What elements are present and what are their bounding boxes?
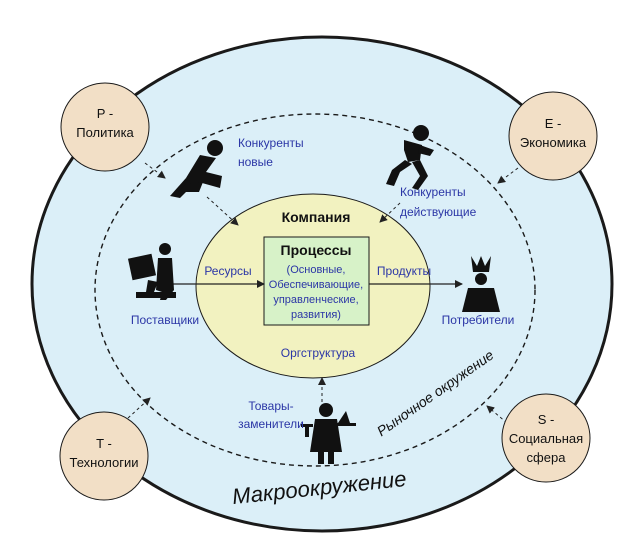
processes-line-2: Обеспечивающие, xyxy=(269,279,363,291)
factor-s: S - Социальная сфера xyxy=(501,393,591,483)
company-title: Компания xyxy=(282,209,351,225)
t-factor-arrow xyxy=(127,397,151,419)
substitutes-line-1: Товары- xyxy=(248,399,293,413)
org-structure-label: Оргструктура xyxy=(281,346,356,360)
products-label: Продукты xyxy=(377,264,431,278)
factor-t: T - Технологии xyxy=(59,411,149,501)
processes-box xyxy=(263,236,370,326)
factor-t-label: Технологии xyxy=(69,455,138,470)
e-factor-arrow xyxy=(497,167,519,184)
suppliers-label: Поставщики xyxy=(131,313,199,327)
worker-with-box-icon xyxy=(127,243,176,300)
sprinter-icon xyxy=(386,125,434,190)
competitors-new-line-1: Конкуренты xyxy=(238,136,304,150)
factor-p-label: Политика xyxy=(76,125,134,140)
factor-s-code: S - xyxy=(538,412,555,427)
processes-line-4: развития) xyxy=(291,309,341,321)
factor-e: E - Экономика xyxy=(508,91,598,181)
processes-title: Процессы xyxy=(281,242,352,258)
p-factor-arrow xyxy=(144,162,166,179)
competitors-existing-line-2: действующие xyxy=(400,205,477,219)
resources-label: Ресурсы xyxy=(204,264,251,278)
existing-competitors-arrow xyxy=(379,202,401,223)
competitors-new-line-2: новые xyxy=(238,155,273,169)
waiter-icon xyxy=(301,403,356,464)
new-competitors-arrow xyxy=(206,196,239,226)
factor-e-code: E - xyxy=(545,116,562,131)
factor-p: P - Политика xyxy=(60,82,150,172)
substitutes-line-2: заменители xyxy=(238,417,304,431)
crowned-person-icon xyxy=(462,256,500,312)
s-factor-arrow xyxy=(486,405,508,424)
factor-p-code: P - xyxy=(97,106,113,121)
factor-e-label: Экономика xyxy=(520,135,587,150)
consumers-label: Потребители xyxy=(442,313,515,327)
competitors-existing-line-1: Конкуренты xyxy=(400,185,466,199)
factor-s-label-2: сфера xyxy=(527,450,567,465)
processes-line-3: управленческие, xyxy=(273,294,358,306)
crouching-runner-icon xyxy=(170,140,223,198)
factor-t-code: T - xyxy=(96,436,112,451)
market-environment-ellipse xyxy=(94,113,536,467)
processes-line-1: (Основные, xyxy=(287,264,346,276)
factor-s-label: Социальная xyxy=(509,431,583,446)
